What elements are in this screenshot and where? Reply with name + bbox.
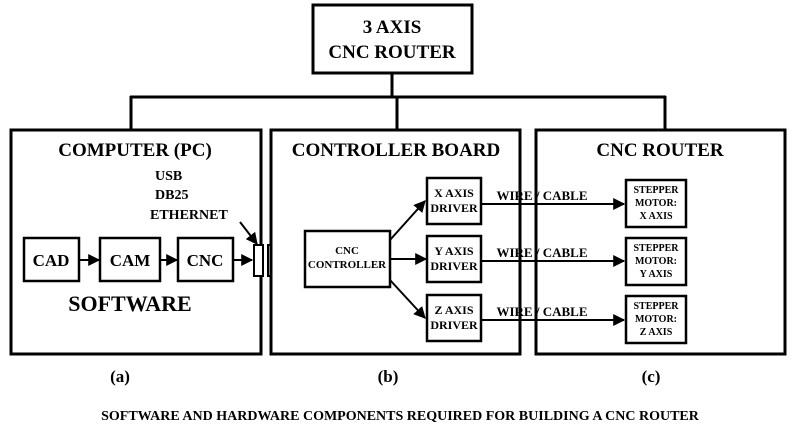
y-axis-driver bbox=[425, 234, 483, 284]
wire-label-x: WIRE / CABLE bbox=[496, 188, 587, 203]
stepper-motor-x-line2: MOTOR: bbox=[635, 198, 677, 209]
stepper-motor-y-line1: STEPPER bbox=[633, 243, 679, 254]
port-connector-left bbox=[253, 244, 264, 277]
top-box-line2: CNC ROUTER bbox=[328, 42, 455, 63]
controller-to-z-arrow bbox=[389, 279, 426, 319]
cnc-block-label: CNC bbox=[187, 251, 224, 270]
stepper-motor-z-line2: MOTOR: bbox=[635, 314, 677, 325]
cnc-controller-line2: CONTROLLER bbox=[308, 259, 387, 271]
z-axis-driver-line2: DRIVER bbox=[430, 318, 478, 332]
stepper-motor-y bbox=[624, 236, 688, 287]
stepper-motor-x-line3: X AXIS bbox=[639, 211, 673, 222]
footer-caption: SOFTWARE AND HARDWARE COMPONENTS REQUIRE… bbox=[101, 409, 700, 424]
cam-block-label: CAM bbox=[110, 251, 151, 270]
wire-label-y: WIRE / CABLE bbox=[496, 245, 587, 260]
port-pointer-arrow bbox=[239, 221, 258, 245]
top-box-line1: 3 AXIS bbox=[363, 17, 422, 38]
stepper-motor-z-line3: Z AXIS bbox=[640, 327, 673, 338]
software-label: SOFTWARE bbox=[68, 291, 191, 316]
port-ethernet-label: ETHERNET bbox=[150, 208, 228, 223]
y-axis-driver-line2: DRIVER bbox=[430, 259, 478, 273]
caption-a: (a) bbox=[110, 367, 130, 386]
cad-block-label: CAD bbox=[33, 251, 70, 270]
panel-controller-board-title: CONTROLLER BOARD bbox=[292, 140, 501, 161]
stepper-motor-x bbox=[624, 178, 688, 229]
controller-to-x-arrow bbox=[389, 200, 426, 241]
port-usb-label: USB bbox=[155, 169, 182, 184]
cnc-controller-line1: CNC bbox=[335, 245, 359, 257]
caption-c: (c) bbox=[642, 367, 661, 386]
y-axis-driver-line1: Y AXIS bbox=[434, 244, 474, 258]
wire-label-z: WIRE / CABLE bbox=[496, 304, 587, 319]
x-axis-driver-line2: DRIVER bbox=[430, 201, 478, 215]
stepper-motor-y-line3: Y AXIS bbox=[640, 269, 673, 280]
z-axis-driver bbox=[425, 293, 483, 343]
panel-cnc-router-title: CNC ROUTER bbox=[596, 140, 723, 161]
stepper-motor-y-line2: MOTOR: bbox=[635, 256, 677, 267]
z-axis-driver-line1: Z AXIS bbox=[434, 303, 473, 317]
stepper-motor-z bbox=[624, 294, 688, 345]
caption-b: (b) bbox=[378, 367, 399, 386]
stepper-motor-x-line1: STEPPER bbox=[633, 185, 679, 196]
top-box bbox=[311, 3, 474, 75]
cam-block bbox=[98, 236, 162, 283]
x-axis-driver-line1: X AXIS bbox=[434, 186, 474, 200]
panel-computer-title: COMPUTER (PC) bbox=[58, 140, 212, 161]
x-axis-driver bbox=[425, 176, 483, 226]
port-db25-label: DB25 bbox=[155, 188, 188, 203]
stepper-motor-z-line1: STEPPER bbox=[633, 301, 679, 312]
